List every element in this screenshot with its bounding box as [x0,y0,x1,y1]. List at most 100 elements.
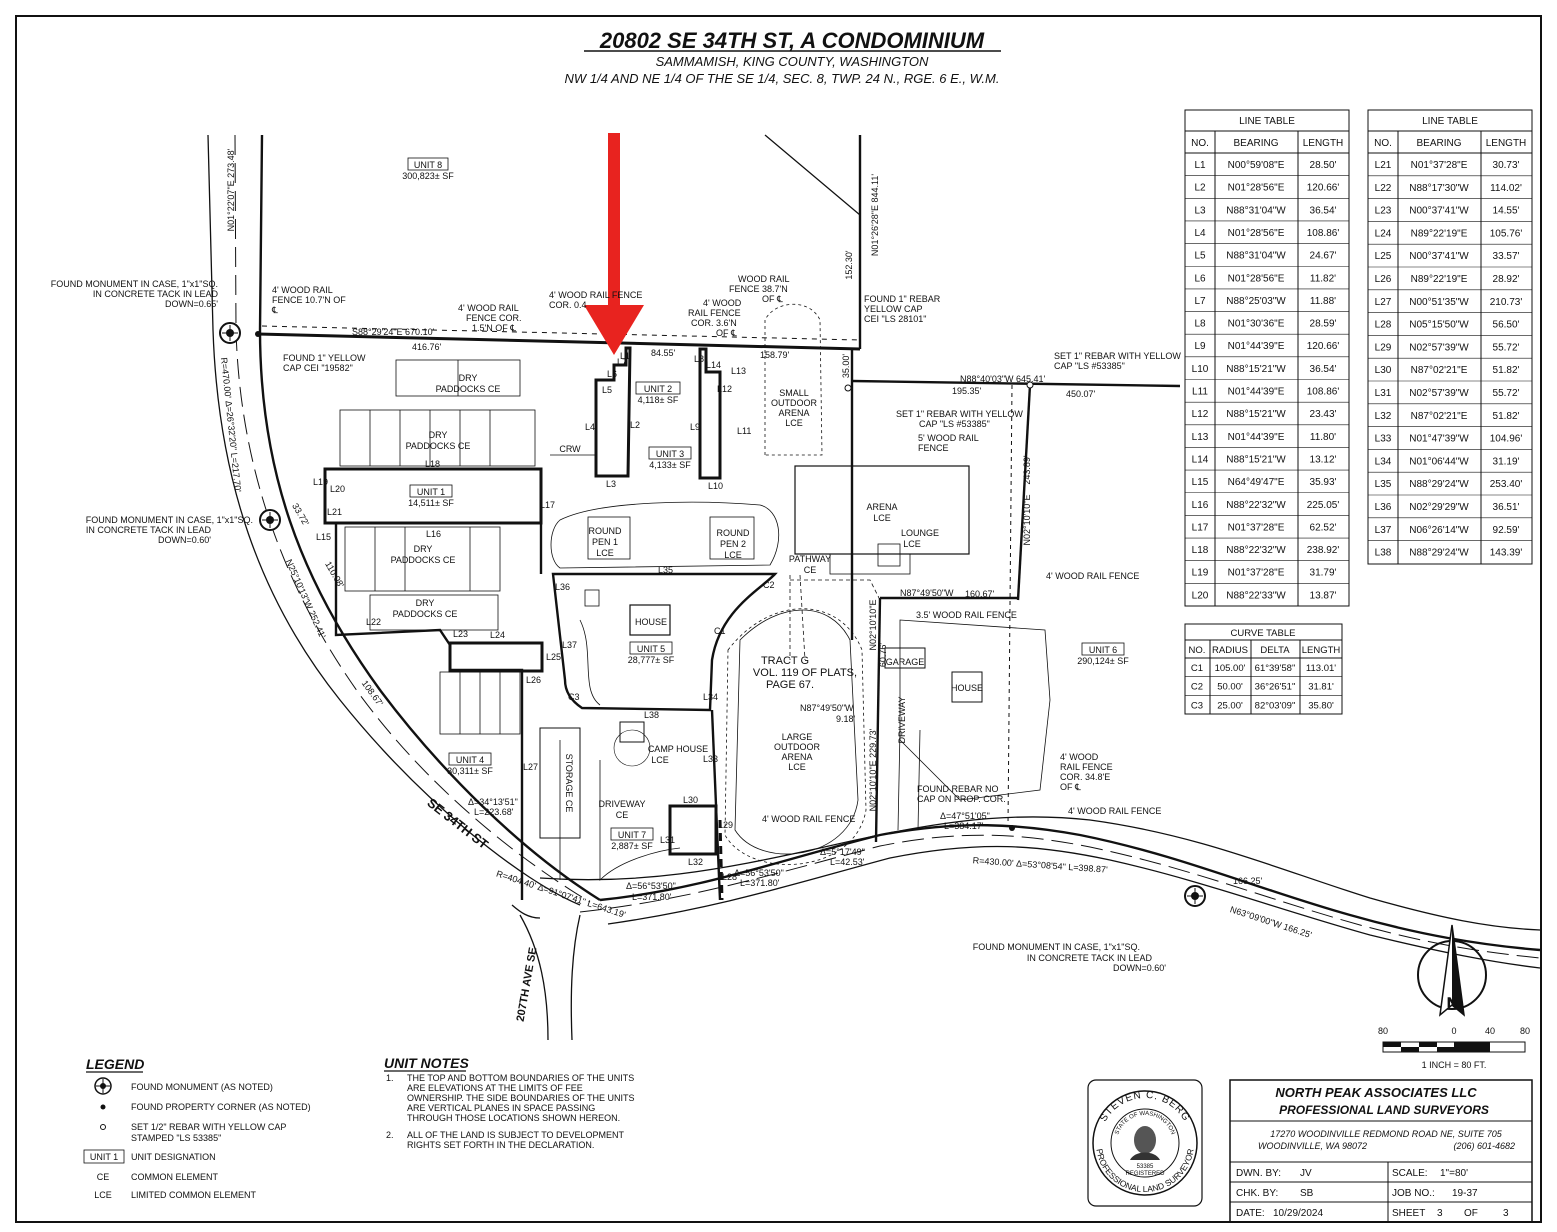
map-labels: UNIT 8 300,823± SF UNIT 1 14,511± SF UNI… [51,148,1314,1022]
svg-text:DELTA: DELTA [1260,645,1290,656]
svg-text:N87°49'50"W: N87°49'50"W [800,703,854,713]
svg-text:LCE: LCE [94,1190,112,1200]
unit-notes: UNIT NOTES 1. THE TOP AND BOTTOM BOUNDAR… [384,1055,635,1150]
svg-text:FOUND 1" YELLOW: FOUND 1" YELLOW [283,353,366,363]
table-cell-bearing: N88°15'21"W [1226,409,1286,420]
table-cell-bearing: N05°15'50"W [1409,320,1469,331]
svg-text:L12: L12 [717,384,732,394]
svg-text:OUTDOOR: OUTDOOR [771,398,817,408]
svg-text:STEVEN C. BERG: STEVEN C. BERG [1098,1090,1192,1124]
svg-text:LINE TABLE: LINE TABLE [1422,116,1478,127]
svg-text:LCE: LCE [596,548,614,558]
table-cell-bearing: N88°31'04"W [1226,205,1286,216]
svg-text:OF ℄: OF ℄ [716,328,737,338]
svg-text:CAP CEI "19582": CAP CEI "19582" [283,363,353,373]
svg-text:L31: L31 [660,835,675,845]
svg-text:L19: L19 [313,477,328,487]
svg-text:L25: L25 [546,652,561,662]
svg-text:NO.: NO. [1189,645,1206,656]
table-cell-bearing: N88°29'24"W [1409,479,1469,490]
svg-text:N: N [1447,994,1457,1010]
table-cell-bearing: N88°22'32"W [1226,545,1286,556]
svg-text:FOUND PROPERTY CORNER (AS NOTE: FOUND PROPERTY CORNER (AS NOTED) [131,1102,311,1112]
svg-text:CE: CE [97,1172,110,1182]
table-cell-no: L37 [1375,525,1392,536]
table-cell-no: L27 [1375,297,1392,308]
svg-text:ALL OF THE LAND IS SUBJECT TO: ALL OF THE LAND IS SUBJECT TO DEVELOPMEN… [407,1130,625,1140]
table-cell-length: 13.87' [1310,590,1337,601]
curve-cell-length: 31.81' [1308,682,1334,693]
svg-text:PEN 2: PEN 2 [720,539,746,549]
svg-text:LENGTH: LENGTH [1302,645,1341,656]
svg-text:3.5' WOOD RAIL FENCE: 3.5' WOOD RAIL FENCE [916,610,1017,620]
svg-text:DRY: DRY [416,598,435,608]
svg-text:1.5'N OF ℄: 1.5'N OF ℄ [472,323,516,333]
svg-text:L28: L28 [722,872,737,882]
svg-text:THE TOP AND BOTTOM BOUNDARIES: THE TOP AND BOTTOM BOUNDARIES OF THE UNI… [407,1073,634,1083]
svg-text:L17: L17 [540,500,555,510]
svg-text:COR. 0.4: COR. 0.4 [549,300,587,310]
table-cell-length: 13.12' [1310,454,1337,465]
svg-text:L33: L33 [703,754,718,764]
tract-g-1: TRACT G [761,655,809,667]
svg-text:Δ=34°13'51": Δ=34°13'51" [468,797,518,807]
svg-text:CE: CE [804,565,817,575]
svg-text:4' WOOD: 4' WOOD [1060,752,1099,762]
svg-text:HOUSE: HOUSE [635,617,667,627]
svg-text:L=371.80': L=371.80' [632,892,672,902]
table-cell-bearing: N06°26'14"W [1409,525,1469,536]
table-cell-length: 11.80' [1310,432,1336,443]
table-cell-length: 55.72' [1493,342,1520,353]
svg-text:L9: L9 [690,422,700,432]
table-cell-no: L20 [1192,590,1209,601]
table-cell-bearing: N88°22'32"W [1226,500,1286,511]
unit-1-label: UNIT 1 [417,487,445,497]
table-cell-length: 51.82' [1493,365,1520,376]
table-cell-no: L15 [1192,477,1209,488]
svg-text:DWN. BY:: DWN. BY: [1236,1168,1281,1179]
svg-text:L20: L20 [330,484,345,494]
svg-text:FOUND 1" REBAR: FOUND 1" REBAR [864,294,941,304]
svg-text:FOUND MONUMENT (AS NOTED): FOUND MONUMENT (AS NOTED) [131,1082,273,1092]
svg-text:PADDOCKS CE: PADDOCKS CE [406,441,471,451]
table-cell-no: L3 [1194,205,1206,216]
table-cell-length: 11.82' [1310,273,1336,284]
svg-text:1.: 1. [386,1073,394,1083]
svg-text:SET 1" REBAR WITH YELLOW: SET 1" REBAR WITH YELLOW [896,409,1023,419]
svg-text:FOUND MONUMENT IN CASE, 1"x1"S: FOUND MONUMENT IN CASE, 1"x1"SQ. [51,279,218,289]
svg-text:Δ=56°53'50": Δ=56°53'50" [626,881,676,891]
svg-text:FENCE COR.: FENCE COR. [466,313,522,323]
monument-3 [1184,885,1206,907]
title-sub2: NW 1/4 AND NE 1/4 OF THE SE 1/4, SEC. 8,… [565,71,1000,86]
svg-text:L13: L13 [731,366,746,376]
svg-text:GARAGE: GARAGE [886,657,925,667]
svg-text:CAP "LS #53385": CAP "LS #53385" [919,419,990,429]
svg-text:33.72': 33.72' [290,501,311,527]
svg-text:FOUND REBAR NO: FOUND REBAR NO [917,784,999,794]
table-cell-length: 28.50' [1310,160,1337,171]
table-cell-no: L31 [1375,388,1392,399]
svg-text:IN CONCRETE TACK IN LEAD: IN CONCRETE TACK IN LEAD [1027,953,1153,963]
svg-text:C1: C1 [714,626,726,636]
table-cell-length: 143.39' [1490,548,1523,559]
svg-text:LIMITED COMMON ELEMENT: LIMITED COMMON ELEMENT [131,1190,257,1200]
svg-text:PROFESSIONAL LAND SURVEYORS: PROFESSIONAL LAND SURVEYORS [1279,1103,1489,1117]
svg-text:243.89': 243.89' [1022,455,1032,485]
unit-8-label: UNIT 8 [414,160,442,170]
svg-text:N02°10'10"E 229.73': N02°10'10"E 229.73' [868,728,878,811]
svg-text:DRY: DRY [429,430,448,440]
svg-text:L=223.68': L=223.68' [474,807,514,817]
svg-text:L4: L4 [585,422,595,432]
svg-text:L15: L15 [316,532,331,542]
svg-text:ROUND: ROUND [589,526,622,536]
svg-text:DRIVEWAY: DRIVEWAY [598,799,645,809]
svg-text:166.25': 166.25' [1233,876,1263,886]
table-cell-length: 11.88' [1310,296,1336,307]
table-cell-length: 31.79' [1310,568,1337,579]
table-cell-no: L29 [1375,342,1392,353]
table-cell-length: 105.76' [1490,228,1523,239]
svg-text:4' WOOD RAIL: 4' WOOD RAIL [272,285,333,295]
curve-cell-radius: 25.00' [1217,700,1243,711]
svg-text:COR. 3.6'N: COR. 3.6'N [691,318,737,328]
